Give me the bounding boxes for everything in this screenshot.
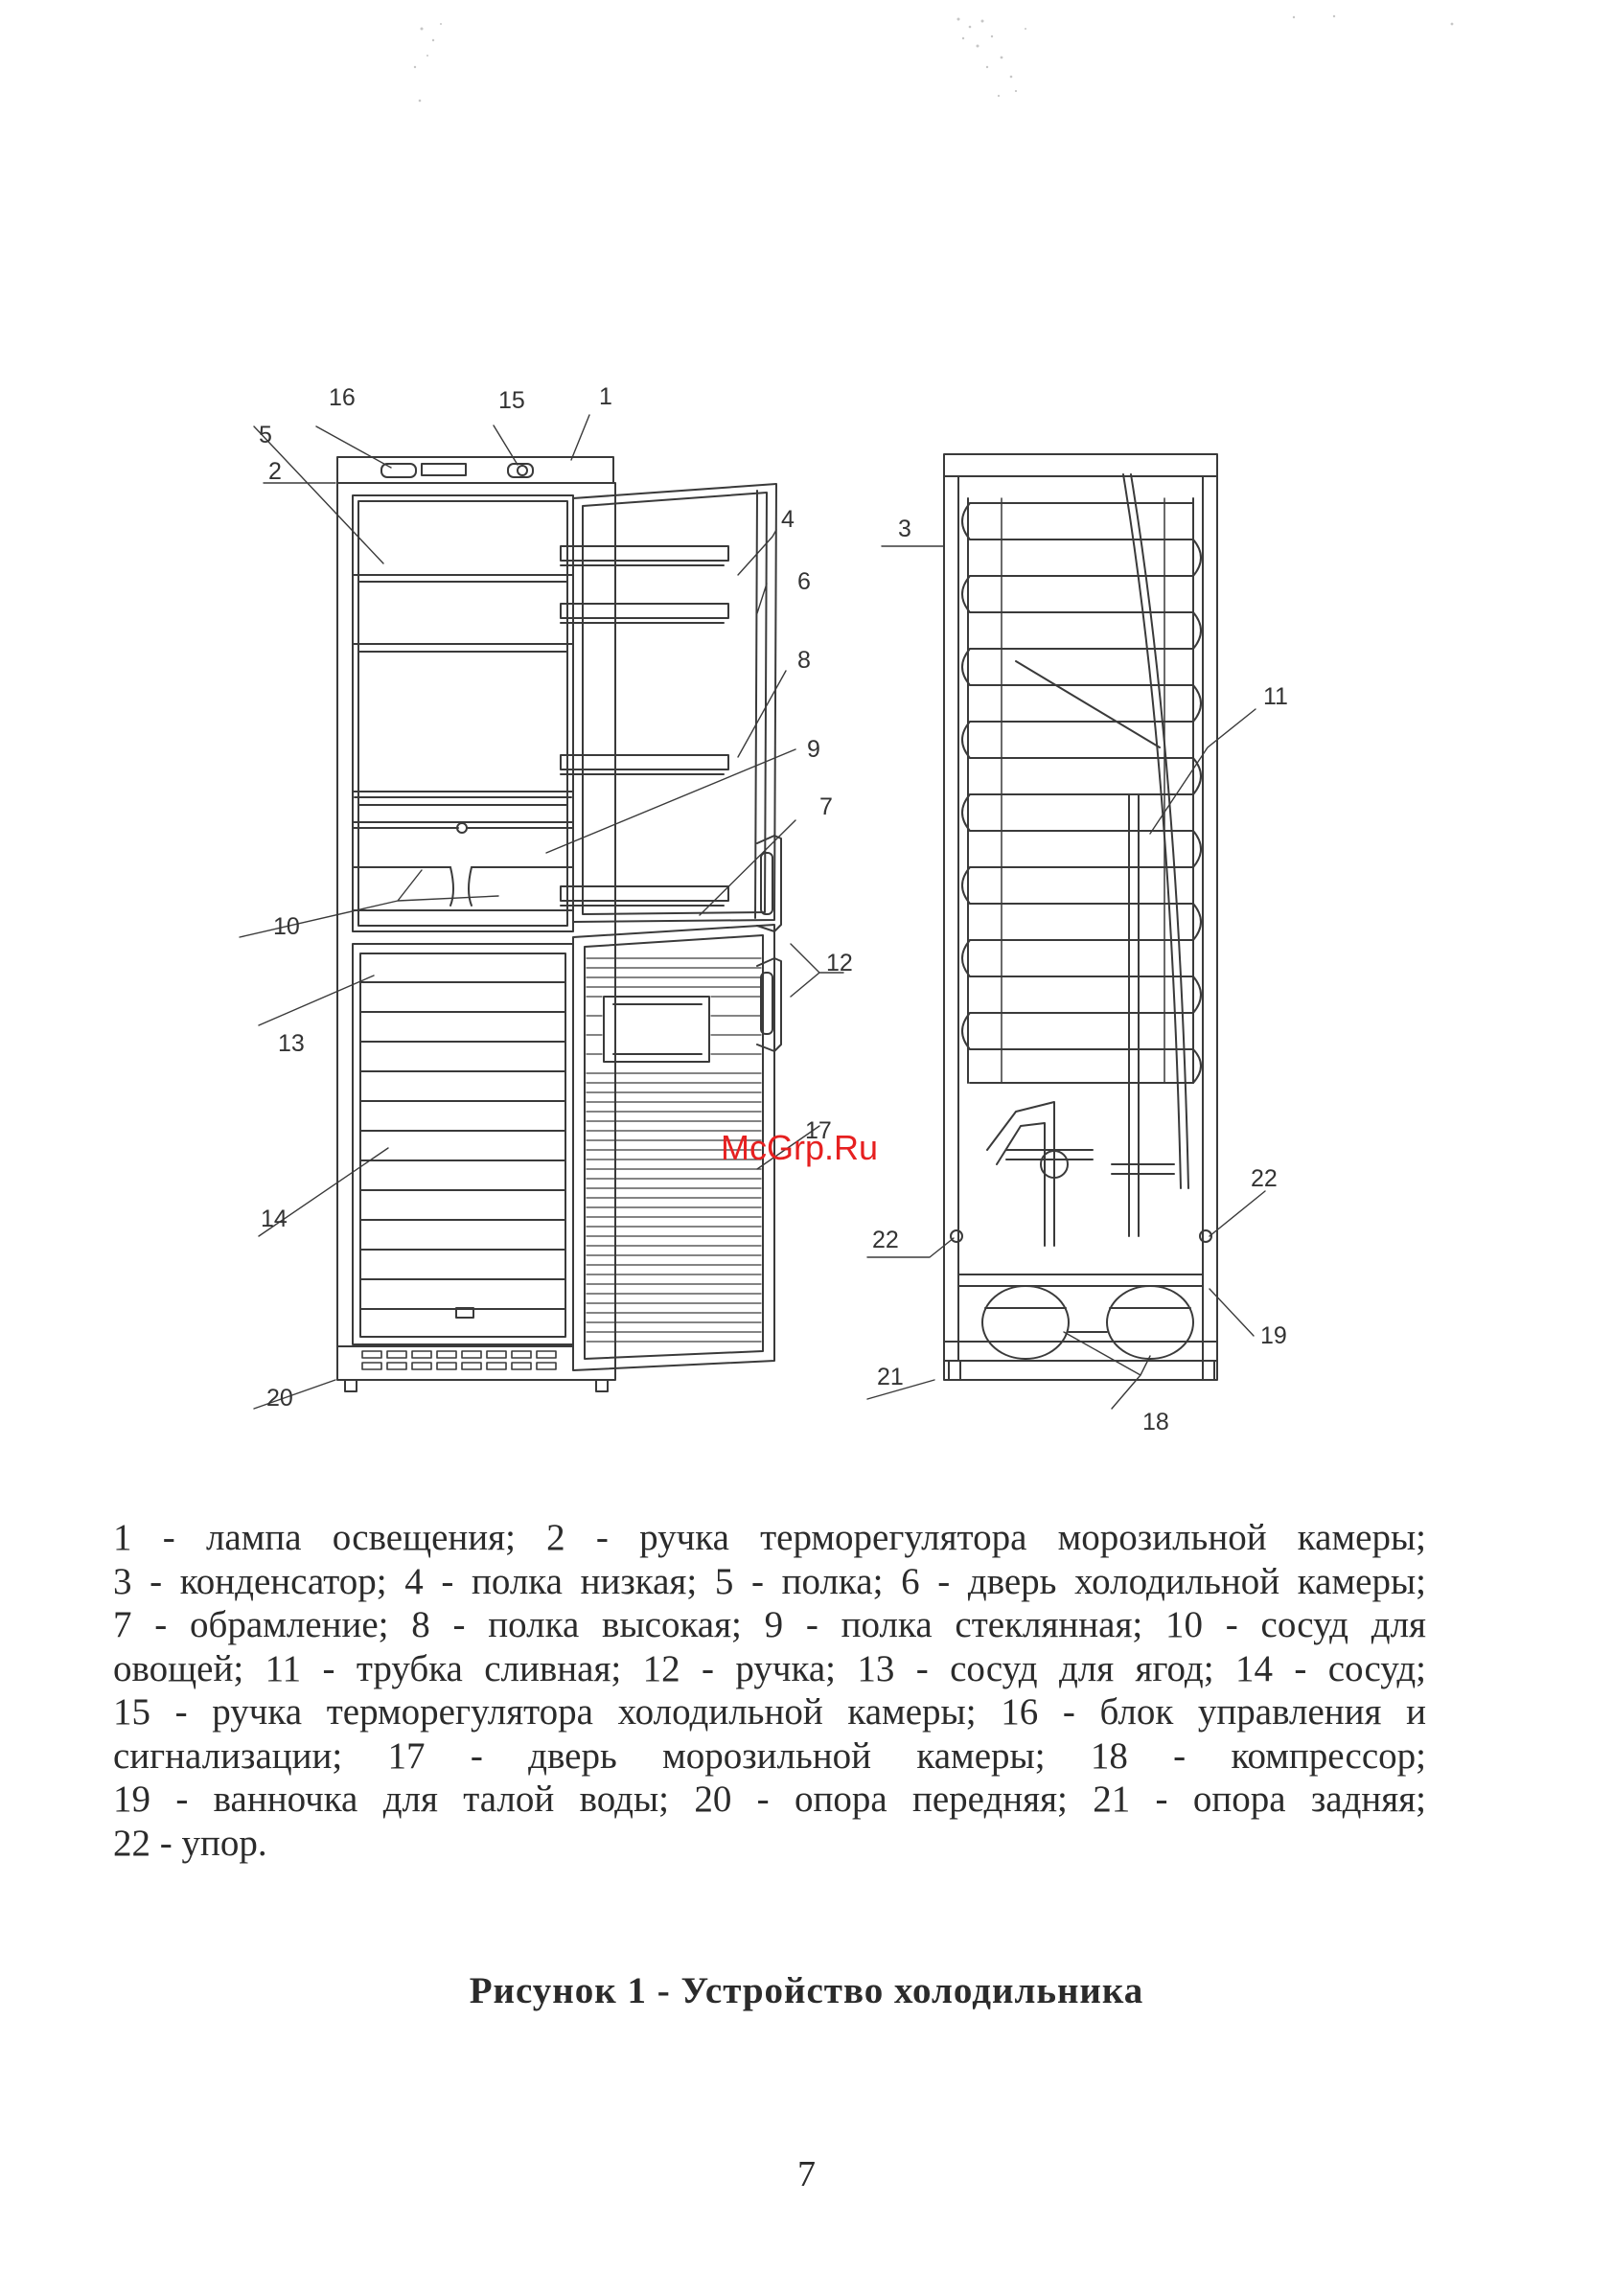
refrigerator-diagram: 16 15 1 2 5 4 6 8 9 7 10 12 13 17 14 20 … bbox=[239, 383, 1288, 1435]
figure-title: Рисунок 1 - Устройство холодильника bbox=[469, 1970, 1144, 2011]
callout-3: 3 bbox=[898, 516, 911, 542]
front-view bbox=[336, 456, 782, 1392]
page-number: 7 bbox=[797, 2154, 816, 2194]
callout-5: 5 bbox=[259, 422, 272, 448]
callout-11: 11 bbox=[1263, 683, 1288, 710]
legend-line: овощей; 11 - трубка сливная; 12 - ручка;… bbox=[113, 1647, 1426, 1689]
callout-22-left: 22 bbox=[872, 1227, 899, 1253]
callout-4: 4 bbox=[781, 506, 795, 533]
callout-7: 7 bbox=[819, 793, 833, 820]
callout-2: 2 bbox=[268, 458, 282, 485]
legend-line: 15 - ручка терморегулятора холодильной к… bbox=[113, 1691, 1426, 1733]
legend-line: сигнализации; 17 - дверь морозильной кам… bbox=[113, 1734, 1426, 1777]
legend-line: 1 - лампа освещения; 2 - ручка терморегу… bbox=[113, 1517, 1426, 1558]
callout-6: 6 bbox=[797, 568, 811, 595]
legend-line: 19 - ванночка для талой воды; 20 - опора… bbox=[113, 1779, 1426, 1820]
callout-19: 19 bbox=[1260, 1322, 1287, 1349]
leader-lines bbox=[239, 414, 1266, 1410]
callout-17: 17 bbox=[805, 1117, 832, 1144]
parts-legend: 1 - лампа освещения; 2 - ручка терморегу… bbox=[113, 1516, 1426, 1865]
callout-14: 14 bbox=[261, 1205, 288, 1232]
callout-1: 1 bbox=[599, 383, 612, 410]
callout-8: 8 bbox=[797, 647, 811, 674]
callout-12: 12 bbox=[826, 950, 853, 976]
legend-line: 3 - конденсатор; 4 - полка низкая; 5 - п… bbox=[113, 1560, 1426, 1602]
callout-18: 18 bbox=[1142, 1409, 1169, 1435]
legend-line: 7 - обрамление; 8 - полка высокая; 9 - п… bbox=[113, 1604, 1426, 1645]
callout-20: 20 bbox=[266, 1385, 293, 1412]
callout-9: 9 bbox=[807, 736, 820, 763]
watermark: McGrp.Ru bbox=[721, 1128, 878, 1167]
callout-16: 16 bbox=[329, 384, 356, 411]
callout-21: 21 bbox=[877, 1364, 904, 1390]
callout-15: 15 bbox=[498, 387, 525, 414]
scan-specks bbox=[413, 14, 1454, 103]
callout-22-right: 22 bbox=[1251, 1165, 1278, 1192]
legend-line: 22 - упор. bbox=[113, 1822, 267, 1864]
rear-view bbox=[943, 453, 1218, 1381]
callout-10: 10 bbox=[273, 913, 300, 940]
callout-13: 13 bbox=[278, 1030, 305, 1057]
